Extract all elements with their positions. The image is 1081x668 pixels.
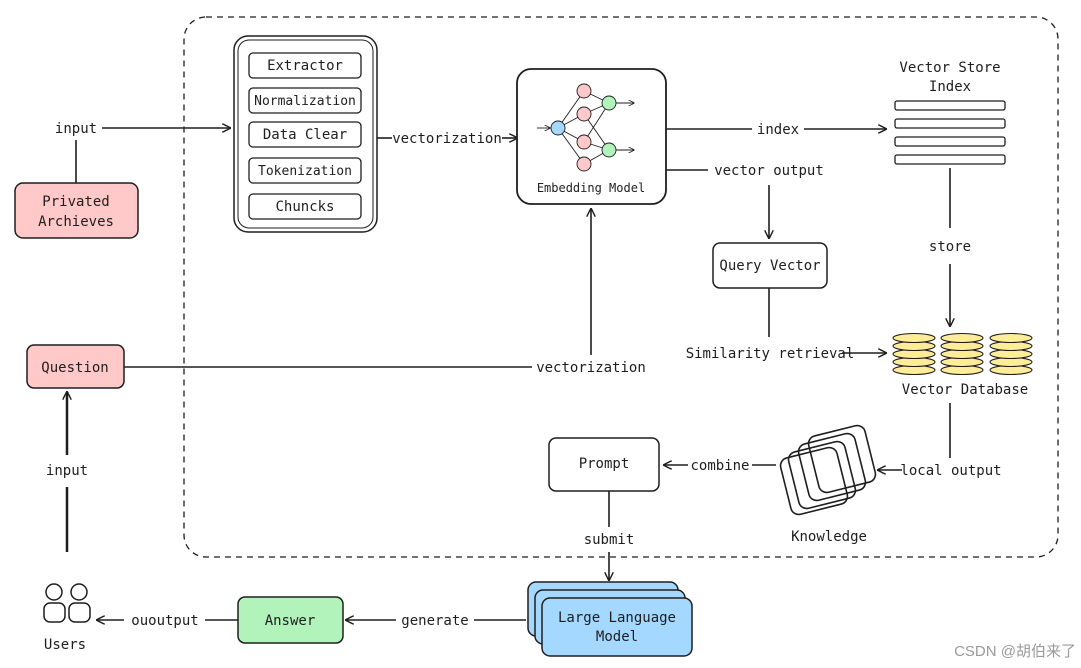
edge-label-input-question: input [46, 463, 88, 479]
pipeline-step-tokenization[interactable]: Tokenization [248, 157, 362, 184]
edge-label-output: ououtput [131, 613, 198, 629]
question-label: Question [41, 360, 108, 376]
edge-label-generate: generate [401, 613, 468, 629]
llm-node[interactable]: Large Language Model [527, 581, 693, 657]
users-label: Users [44, 637, 86, 653]
edge-label-combine: combine [690, 458, 749, 474]
knowledge-label: Knowledge [791, 529, 867, 545]
database-icon [892, 332, 1033, 376]
vector-database-label: Vector Database [902, 382, 1028, 398]
edge-label-vector-output: vector output [714, 163, 824, 179]
privated-archives-label-1: Privated [42, 194, 109, 210]
pipeline-step-chuncks[interactable]: Chuncks [248, 193, 362, 220]
query-vector-label: Query Vector [719, 258, 820, 274]
svg-text:Normalization: Normalization [254, 94, 356, 109]
index-list-icon [894, 100, 1006, 165]
pipeline-step-normalization[interactable]: Normalization [248, 87, 362, 114]
edge-label-store: store [929, 239, 971, 255]
vector-database-node[interactable]: Vector Database [892, 332, 1033, 399]
edge-label-local-output: local output [900, 463, 1001, 479]
prompt-node[interactable]: Prompt [548, 437, 660, 492]
prompt-label: Prompt [579, 456, 630, 472]
edge-label-vectorization-docs: vectorization [392, 131, 502, 147]
edge-label-vectorization-question: vectorization [536, 360, 646, 376]
embedding-model-node[interactable]: Embedding Model [516, 68, 667, 205]
llm-label-1: Large Language [558, 610, 676, 626]
system-boundary [183, 16, 1059, 558]
embedding-model-label: Embedding Model [537, 181, 645, 195]
vector-store-index-label-1: Vector Store [899, 60, 1000, 76]
privated-archives-label-2: Archieves [38, 214, 114, 230]
neural-network-icon [537, 83, 634, 172]
edge-label-index: index [757, 122, 799, 138]
llm-label-2: Model [596, 629, 638, 645]
query-vector-node[interactable]: Query Vector [712, 242, 828, 289]
svg-text:Data Clear: Data Clear [263, 127, 347, 143]
users-node[interactable]: Users [43, 583, 91, 653]
watermark-text: CSDN @胡伯来了 [954, 643, 1076, 660]
question-node[interactable]: Question [26, 344, 125, 389]
answer-label: Answer [265, 613, 316, 629]
users-icon [43, 583, 91, 623]
privated-archives-node[interactable]: Privated Archieves [14, 182, 139, 239]
svg-text:Extractor: Extractor [267, 58, 343, 74]
knowledge-node[interactable]: Knowledge [779, 424, 877, 545]
pipeline-step-data-clear[interactable]: Data Clear [248, 121, 362, 148]
svg-text:Tokenization: Tokenization [258, 164, 352, 179]
edge-label-input-archives: input [55, 121, 97, 137]
edge-label-similarity-retrieval: Similarity retrieval [686, 346, 855, 362]
pipeline-step-extractor[interactable]: Extractor [248, 52, 362, 79]
edge-label-submit: submit [584, 532, 635, 548]
svg-text:Chuncks: Chuncks [275, 199, 334, 215]
knowledge-stack-icon [779, 424, 877, 516]
answer-node[interactable]: Answer [237, 596, 344, 644]
vector-store-index-label-2: Index [929, 79, 971, 95]
vector-store-index-node[interactable]: Vector Store Index [894, 60, 1006, 165]
